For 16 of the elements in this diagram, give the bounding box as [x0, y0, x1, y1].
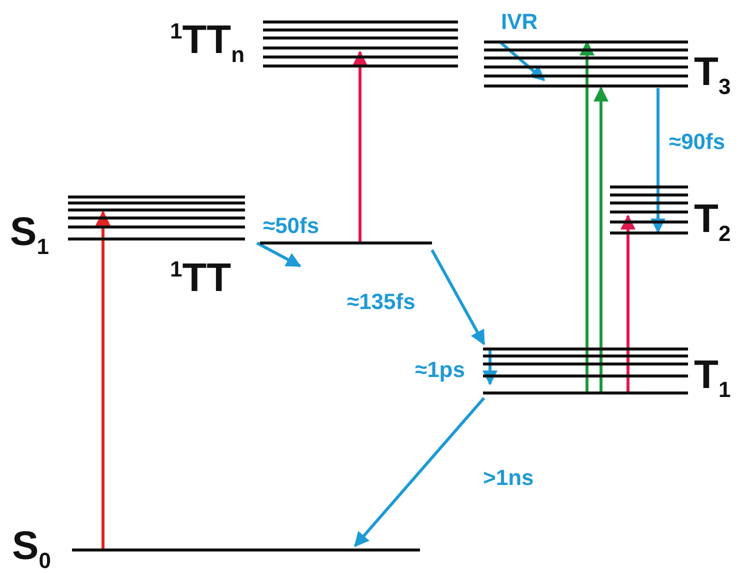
- transition-arrow: [594, 86, 608, 393]
- level-label: $^{1}$TT: [170, 258, 232, 298]
- level-label: T$_{2}$: [694, 199, 731, 245]
- transition-arrow: [650, 88, 666, 234]
- transition-arrow: [354, 397, 486, 548]
- level-label: S$_{1}$: [10, 212, 49, 258]
- transition-arrow: [96, 210, 110, 549]
- transition-arrow: [256, 242, 302, 268]
- level-label: T$_{3}$: [694, 52, 731, 98]
- transition-arrow: [352, 50, 368, 242]
- level-label: $^{1}$TT$_{n}$: [170, 20, 245, 66]
- transition-arrow: [430, 249, 486, 346]
- level-label: S$_{0}$: [12, 526, 51, 572]
- level-label: T$_{1}$: [694, 355, 731, 401]
- transition-arrow: [580, 40, 594, 393]
- transition-arrow: [620, 214, 636, 393]
